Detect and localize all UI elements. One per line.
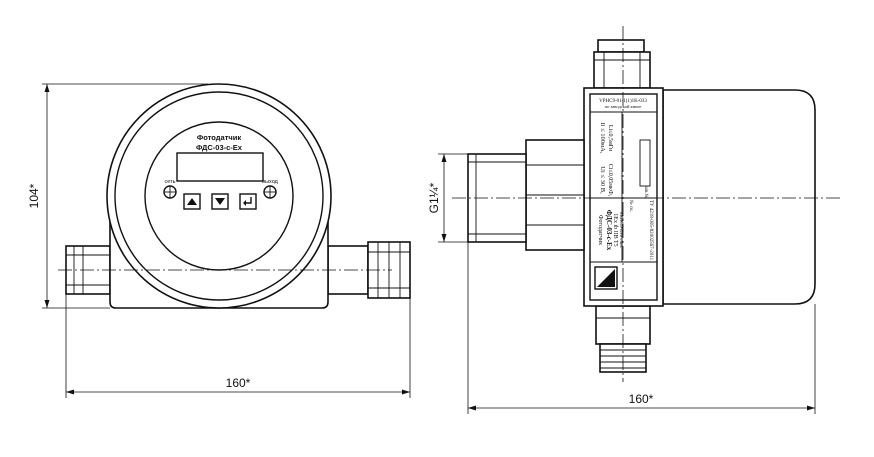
side-width-label: 160* (629, 392, 654, 406)
right-indicator (263, 185, 277, 199)
side-width-dimension: 160* (467, 242, 816, 414)
device-title-line1: Фотодатчик (197, 133, 241, 142)
down-button[interactable] (211, 193, 229, 210)
display-window (176, 152, 264, 182)
triangle-up-icon (187, 198, 197, 205)
nameplate-year-label: зав.№ (643, 186, 649, 199)
enter-button[interactable] (239, 193, 257, 210)
front-view: Фотодатчик ФДС-03-с-Ex сеть выход 104* 1… (27, 83, 411, 398)
nameplate-capacitance: Ci≤0,05мкФ, (607, 164, 613, 197)
enter-arrow-icon (245, 197, 252, 204)
nameplate-ex-marking: 1Ex ib IIB T5 (612, 213, 618, 246)
nameplate-tech-spec: ТУ 4218-005-82002567-2011 (648, 200, 653, 261)
nameplate-voltage: Ui ≤ 30 В, (599, 166, 606, 194)
nameplate-device-name: Фотодатчик (597, 215, 603, 245)
threaded-fitting (467, 139, 585, 251)
thread-dimension: G1¼* (427, 153, 468, 243)
front-width-label: 160* (226, 376, 251, 390)
height-dimension: 104* (27, 83, 208, 309)
up-button[interactable] (183, 193, 201, 210)
top-cable-gland (593, 39, 651, 89)
side-housing (583, 87, 664, 307)
nameplate-ex-cert: «КВСЭ Ex» счис (618, 212, 623, 249)
side-view: VPHC9-01-1(1)1K-033 по заводской книге Ф… (427, 26, 840, 414)
nameplate-top-line2: по заводской книге (605, 104, 642, 109)
left-indicator (163, 185, 177, 199)
front-width-dimension: 160* (65, 294, 411, 398)
manufacturer-logo (594, 266, 618, 290)
nameplate-device-model: ФДС-03-с-Ex (605, 210, 613, 251)
indicator-left-label: сеть (164, 179, 175, 185)
nameplate-current: Ii ≤ 100мА, (599, 123, 606, 154)
thread-label: G1¼* (427, 182, 441, 213)
device-title-line2: ФДС-03-с-Ex (196, 143, 243, 152)
outer-cover-ring (106, 83, 332, 309)
triangle-down-icon (215, 198, 225, 205)
nameplate (589, 93, 658, 301)
nameplate-inductance: Li≤0,5мГн (607, 125, 613, 152)
nameplate-serial-label: № ск. (628, 200, 634, 212)
indicator-right-label: выход (262, 179, 279, 185)
height-dimension-label: 104* (27, 183, 41, 208)
side-cover (662, 89, 816, 305)
inner-cover-ring (114, 91, 324, 301)
